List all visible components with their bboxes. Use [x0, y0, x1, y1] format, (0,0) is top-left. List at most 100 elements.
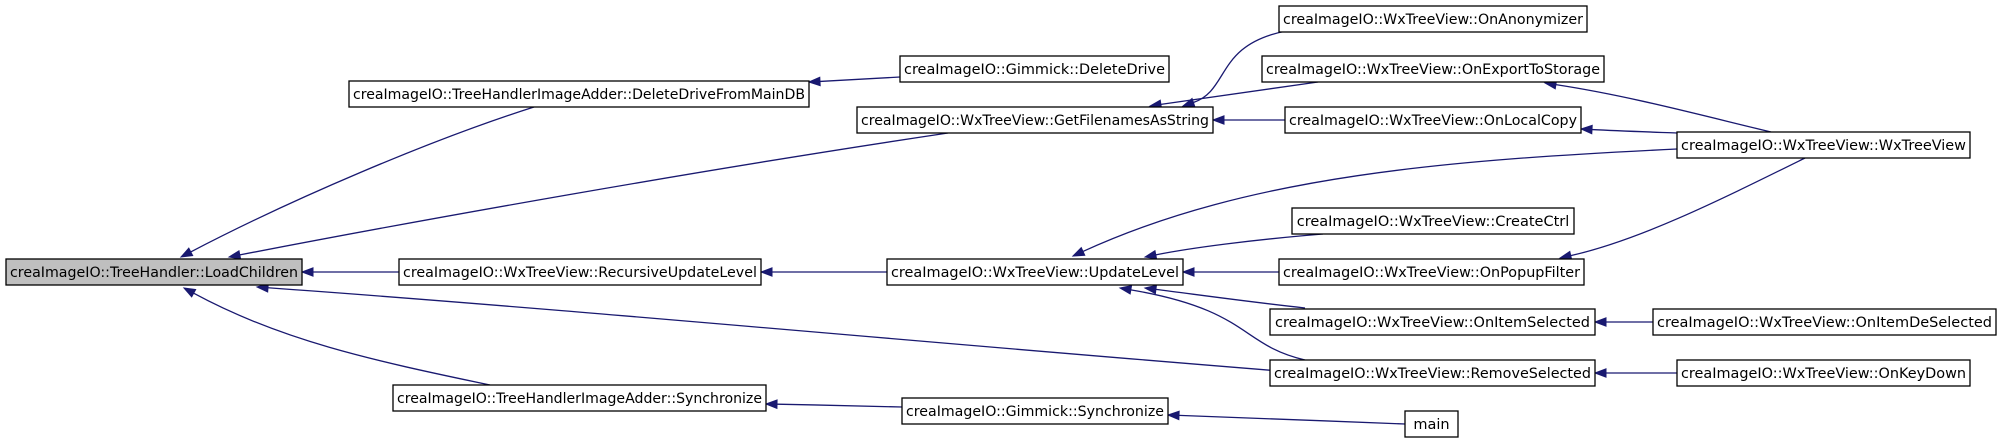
arrowhead-icon	[182, 287, 197, 298]
arrowhead-icon	[1593, 368, 1607, 378]
edge-onlocalcopy-to-getfilenamesasstring	[1211, 115, 1285, 125]
node-onpopupfilter[interactable]: creaImageIO::WxTreeView::OnPopupFilter	[1278, 258, 1585, 286]
edge-line	[1155, 288, 1306, 309]
node-label: creaImageIO::TreeHandlerImageAdder::Sync…	[397, 391, 762, 407]
node-onitemdeselected[interactable]: creaImageIO::WxTreeView::OnItemDeSelecte…	[1652, 308, 1997, 336]
edge-onexporttostorage-to-getfilenamesasstring	[1148, 81, 1319, 110]
arrowhead-icon	[1181, 267, 1195, 277]
arrowhead-icon	[1166, 410, 1180, 421]
node-box[interactable]	[1676, 359, 1971, 387]
edge-line	[1155, 233, 1324, 256]
node-thia-synchronize[interactable]: creaImageIO::TreeHandlerImageAdder::Sync…	[392, 384, 767, 412]
node-updatelevel[interactable]: creaImageIO::WxTreeView::UpdateLevel	[886, 258, 1184, 286]
node-label: creaImageIO::WxTreeView::OnItemDeSelecte…	[1657, 315, 1992, 331]
edge-line	[267, 287, 1306, 374]
arrowhead-icon	[1143, 249, 1158, 260]
edge-wxtreeview-to-updatelevel	[1071, 148, 1678, 257]
node-box[interactable]	[1284, 106, 1582, 134]
node-label: creaImageIO::WxTreeView::RemoveSelected	[1274, 366, 1591, 382]
node-label: creaImageIO::WxTreeView::CreateCtrl	[1297, 214, 1570, 230]
node-onexporttostorage[interactable]: creaImageIO::WxTreeView::OnExportToStora…	[1261, 55, 1605, 83]
edge-line	[1570, 157, 1806, 257]
edge-wxtreeview-to-onlocalcopy	[1579, 124, 1678, 135]
arrowhead-icon	[1071, 246, 1086, 257]
node-box[interactable]	[1404, 410, 1459, 438]
node-box[interactable]	[1261, 55, 1605, 83]
node-box[interactable]	[901, 397, 1169, 425]
edge-onitemdeselected-to-onitemselected	[1593, 317, 1653, 327]
arrowhead-icon	[227, 249, 242, 260]
arrowhead-icon	[764, 399, 778, 410]
edge-onkeydown-to-removeselected	[1593, 368, 1677, 378]
node-label: creaImageIO::WxTreeView::OnItemSelected	[1275, 315, 1590, 331]
node-onkeydown[interactable]: creaImageIO::WxTreeView::OnKeyDown	[1676, 359, 1971, 387]
node-createctrl[interactable]: creaImageIO::WxTreeView::CreateCtrl	[1291, 207, 1575, 235]
node-label: creaImageIO::WxTreeView::OnKeyDown	[1681, 366, 1966, 382]
node-wxtreeview[interactable]: creaImageIO::WxTreeView::WxTreeView	[1676, 131, 1971, 159]
node-onitemselected[interactable]: creaImageIO::WxTreeView::OnItemSelected	[1269, 308, 1596, 336]
node-box[interactable]	[856, 106, 1214, 134]
edge-createctrl-to-updatelevel	[1143, 233, 1324, 260]
node-box[interactable]	[1676, 131, 1971, 159]
arrowhead-icon	[1143, 284, 1158, 295]
edge-recursiveupdatelevel-to-loadchildren	[300, 267, 399, 277]
edge-getfilenamesasstring-to-loadchildren	[227, 132, 949, 260]
node-label: creaImageIO::WxTreeView::GetFilenamesAsS…	[861, 113, 1209, 129]
edge-line	[190, 106, 535, 253]
edge-line	[776, 403, 903, 408]
edge-onitemselected-to-updatelevel	[1143, 284, 1306, 309]
node-label: creaImageIO::WxTreeView::OnExportToStora…	[1266, 62, 1600, 78]
node-gimmick-synchronize[interactable]: creaImageIO::Gimmick::Synchronize	[901, 397, 1169, 425]
edge-deletedrivefrommaindb-to-loadchildren	[179, 106, 535, 258]
edge-removeselected-to-updatelevel	[1118, 285, 1306, 361]
node-main[interactable]: main	[1404, 410, 1459, 438]
edges-layer	[179, 30, 1806, 425]
arrowhead-icon	[1593, 317, 1607, 327]
node-box[interactable]	[348, 80, 810, 108]
node-box[interactable]	[899, 55, 1170, 83]
node-box[interactable]	[1278, 5, 1588, 33]
node-box[interactable]	[1269, 308, 1596, 336]
node-label: creaImageIO::WxTreeView::WxTreeView	[1681, 138, 1966, 154]
arrowhead-icon	[759, 267, 773, 277]
node-removeselected[interactable]: creaImageIO::WxTreeView::RemoveSelected	[1269, 359, 1596, 387]
node-box[interactable]	[1278, 258, 1585, 286]
arrowhead-icon	[300, 267, 314, 277]
node-label: creaImageIO::WxTreeView::RecursiveUpdate…	[403, 265, 757, 281]
edge-wxtreeview-to-onpopupfilter	[1558, 157, 1806, 261]
edge-thia-synchronize-to-loadchildren	[182, 287, 491, 386]
node-label: creaImageIO::WxTreeView::UpdateLevel	[891, 265, 1179, 281]
node-label: creaImageIO::WxTreeView::OnLocalCopy	[1289, 113, 1577, 129]
node-box[interactable]	[1291, 207, 1575, 235]
edge-line	[1160, 81, 1319, 106]
edge-line	[239, 132, 949, 256]
node-label: creaImageIO::TreeHandler::LoadChildren	[10, 265, 298, 281]
node-box[interactable]	[392, 384, 767, 412]
node-label: main	[1413, 417, 1449, 433]
arrowhead-icon	[1118, 285, 1133, 295]
node-box[interactable]	[398, 258, 762, 286]
node-loadchildren[interactable]: creaImageIO::TreeHandler::LoadChildren	[5, 258, 303, 286]
nodes-layer: creaImageIO::TreeHandler::LoadChildrencr…	[5, 5, 1997, 438]
edge-line	[1130, 289, 1306, 361]
node-onanonymizer[interactable]: creaImageIO::WxTreeView::OnAnonymizer	[1278, 5, 1588, 33]
node-box[interactable]	[886, 258, 1184, 286]
node-getfilenamesasstring[interactable]: creaImageIO::WxTreeView::GetFilenamesAsS…	[856, 106, 1214, 134]
node-deletedrive[interactable]: creaImageIO::Gimmick::DeleteDrive	[899, 55, 1170, 83]
node-label: creaImageIO::WxTreeView::OnPopupFilter	[1283, 265, 1580, 281]
arrowhead-icon	[1579, 124, 1593, 135]
node-label: creaImageIO::TreeHandlerImageAdder::Dele…	[353, 87, 805, 103]
node-recursiveupdatelevel[interactable]: creaImageIO::WxTreeView::RecursiveUpdate…	[398, 258, 762, 286]
node-box[interactable]	[1652, 308, 1997, 336]
node-label: creaImageIO::Gimmick::Synchronize	[906, 404, 1164, 420]
arrowhead-icon	[807, 76, 821, 87]
node-deletedrivefrommaindb[interactable]: creaImageIO::TreeHandlerImageAdder::Dele…	[348, 80, 810, 108]
node-onlocalcopy[interactable]: creaImageIO::WxTreeView::OnLocalCopy	[1284, 106, 1582, 134]
node-box[interactable]	[1269, 359, 1596, 387]
edge-removeselected-to-loadchildren	[255, 282, 1306, 374]
node-box[interactable]	[5, 258, 303, 286]
edge-line	[1591, 128, 1678, 134]
edge-main-to-gimmick-synchronize	[1166, 410, 1406, 425]
edge-gimmick-synchronize-to-thia-synchronize	[764, 399, 903, 410]
